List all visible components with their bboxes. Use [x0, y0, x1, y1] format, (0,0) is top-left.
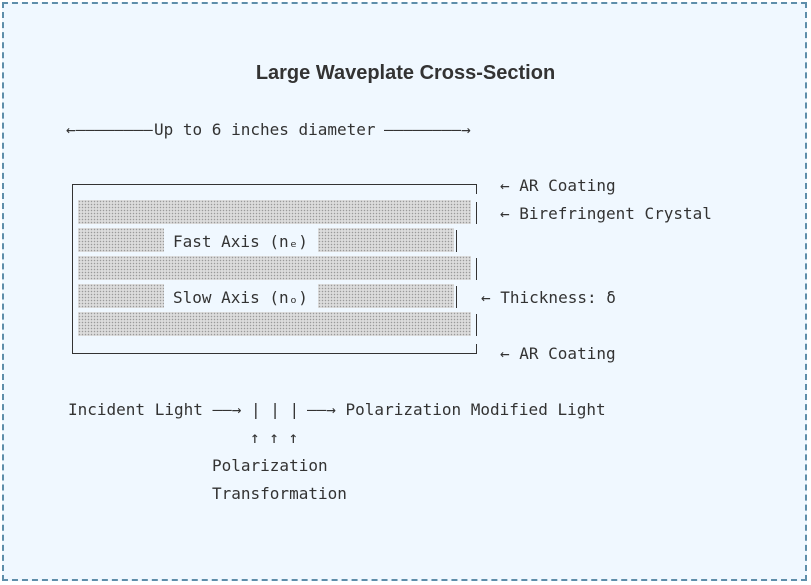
- plate-right-edge-top: [476, 184, 477, 194]
- slow-axis-layer-edge: [456, 286, 457, 308]
- diagram-title: Large Waveplate Cross-Section: [255, 62, 556, 84]
- fast-axis-layer-edge: [456, 230, 457, 252]
- ar-coating-top-annotation: ← AR Coating: [500, 176, 616, 195]
- slow-axis-layer-left: [78, 284, 164, 308]
- plate-bottom-edge: [72, 353, 477, 354]
- diameter-right-arrow: ————————→: [384, 120, 471, 139]
- up-arrows-icon: ↑ ↑ ↑: [250, 428, 299, 447]
- modified-light-label: ——→ Polarization Modified Light: [307, 400, 606, 419]
- diameter-left-arrow: ←————————: [66, 120, 153, 139]
- slow-axis-layer-right: [318, 284, 454, 308]
- crystal-layer-1: [78, 200, 471, 224]
- slow-axis-label: Slow Axis (nₒ): [173, 288, 308, 307]
- diameter-label: Up to 6 inches diameter: [154, 120, 376, 139]
- crystal-layer-5: [78, 312, 471, 336]
- crystal-layer-3-edge: [476, 258, 477, 280]
- crystal-layer-3: [78, 256, 471, 280]
- fast-axis-layer-left: [78, 228, 164, 252]
- incident-light-label: Incident Light ——→: [68, 400, 242, 419]
- plate-left-edge: [72, 184, 73, 354]
- fast-axis-label: Fast Axis (nₑ): [173, 232, 308, 251]
- crystal-layer-1-edge: [476, 202, 477, 224]
- ar-coating-bottom-annotation: ← AR Coating: [500, 344, 616, 363]
- crystal-layer-5-edge: [476, 314, 477, 336]
- plate-top-edge: [72, 184, 477, 185]
- transformation-label-line2: Transformation: [212, 484, 347, 503]
- transformation-label-line1: Polarization: [212, 456, 328, 475]
- birefringent-crystal-annotation: ← Birefringent Crystal: [500, 204, 712, 223]
- plate-right-edge-bottom: [476, 344, 477, 354]
- thickness-annotation: ← Thickness: δ: [481, 288, 616, 307]
- fast-axis-layer-right: [318, 228, 454, 252]
- waveplate-bars: | | |: [251, 400, 300, 419]
